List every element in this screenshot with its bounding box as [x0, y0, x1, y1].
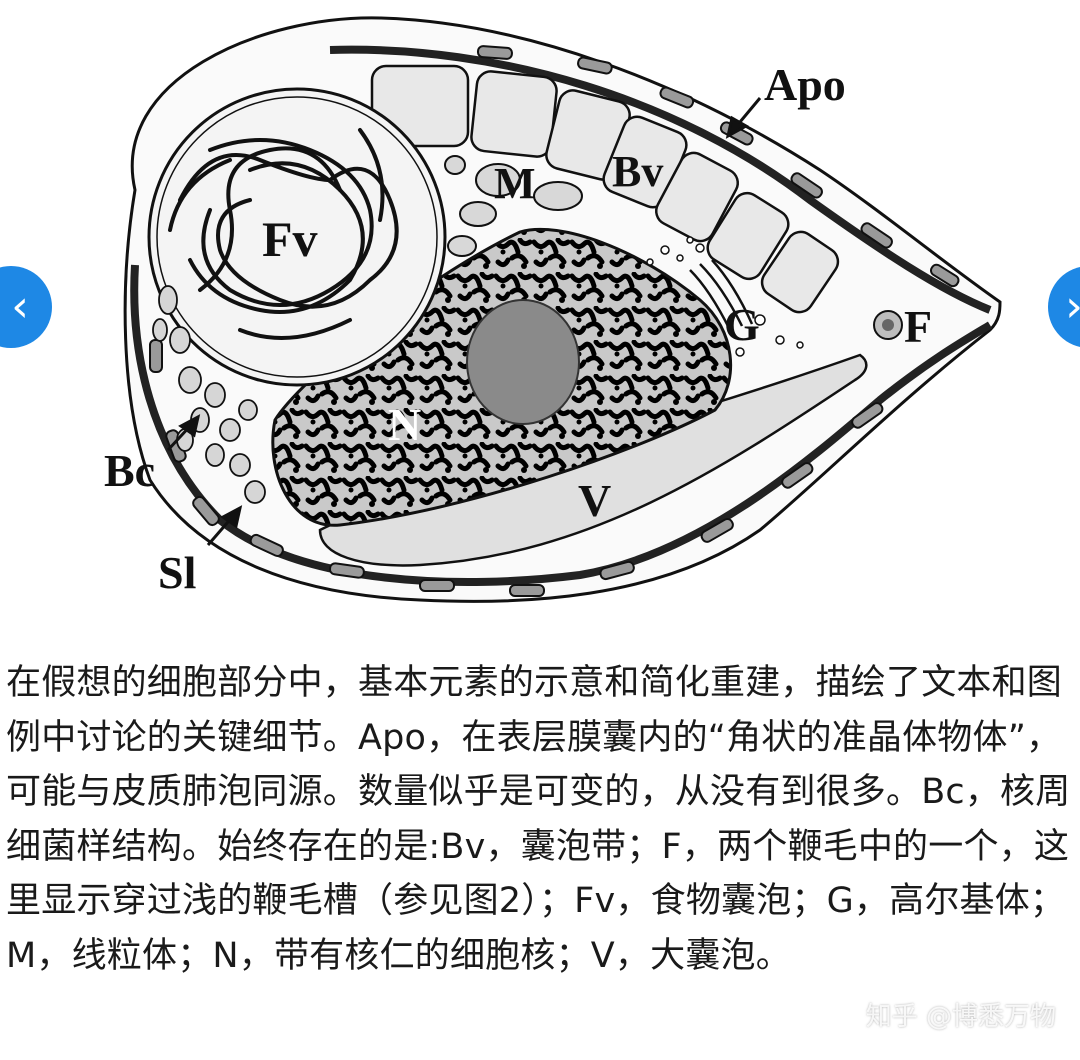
label-bc: Bc	[104, 445, 155, 496]
apo-sacs-bottom	[149, 339, 884, 597]
vesicle-band	[370, 64, 840, 314]
label-sl: Sl	[158, 547, 196, 598]
nucleolus	[466, 299, 580, 425]
label-g: G	[724, 299, 760, 350]
label-n: N	[388, 399, 421, 450]
pellicle-line-top	[329, 45, 992, 314]
pointer-arrows	[166, 97, 762, 546]
label-f: F	[904, 301, 932, 352]
pellicle-line-bottom	[130, 264, 993, 587]
mitochondria	[444, 155, 583, 257]
label-v: V	[578, 475, 611, 526]
watermark: 知乎 @博悉万物	[865, 1002, 1056, 1032]
chevron-left-icon: ‹	[11, 281, 29, 332]
golgi-vesicles	[646, 236, 804, 357]
food-vacuole-contents	[168, 128, 399, 340]
golgi	[689, 259, 754, 331]
label-m: M	[494, 159, 536, 208]
chevron-right-icon: ›	[1065, 285, 1080, 329]
label-apo: Apo	[764, 59, 846, 110]
label-fv: Fv	[262, 211, 318, 267]
figure-caption: 在假想的细胞部分中，基本元素的示意和简化重建，描绘了文本和图例中讨论的关键细节。…	[6, 663, 1071, 976]
bacteria-like-structures	[152, 285, 266, 504]
label-bv: Bv	[612, 147, 663, 196]
cell-diagram: Apo Bv M Fv G F N V Bc Sl	[104, 16, 1002, 603]
